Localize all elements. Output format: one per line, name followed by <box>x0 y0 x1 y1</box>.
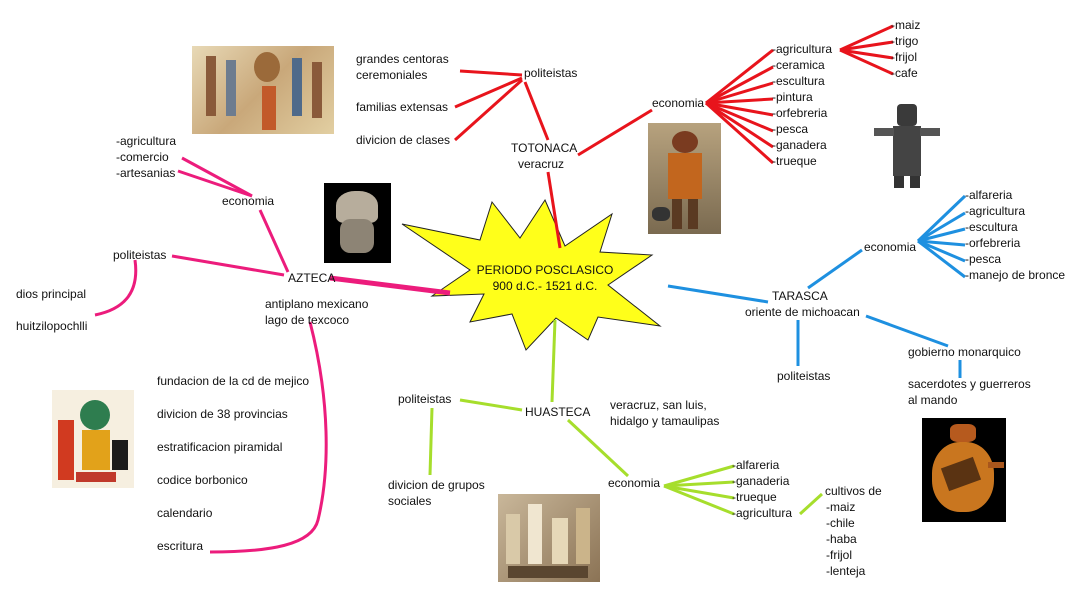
list-item: -agricultura <box>965 204 1026 218</box>
list-item: antiplano mexicano <box>265 297 369 311</box>
tarasca-figurine-image <box>872 100 942 190</box>
list-item: -comercio <box>116 150 169 164</box>
azteca-economy-list: -agricultura -comercio -artesanias <box>116 133 176 181</box>
list-item: divicion de grupos <box>388 478 485 492</box>
tarasca-vessel-image <box>922 418 1006 522</box>
totonaca-economia: economia <box>652 96 705 110</box>
central-star <box>401 198 662 351</box>
list-item: -maiz <box>826 500 856 514</box>
list-item: -ganaderia <box>732 474 790 488</box>
totonaca-name: TOTONACA <box>511 141 578 155</box>
tarasca-politeistas: politeistas <box>777 369 831 383</box>
azteca-place: antiplano mexicano lago de texcoco <box>265 296 368 328</box>
list-item: -haba <box>826 532 857 546</box>
tarasca-name: TARASCA <box>772 289 828 303</box>
list-item: -cafe <box>891 66 918 80</box>
huasteca-politeistas: politeistas <box>398 392 452 406</box>
list-item: -orfebreria <box>965 236 1021 250</box>
huasteca-economia: economia <box>608 476 661 490</box>
huasteca-economy-list: -alfareria -ganaderia -trueque -agricultura <box>732 457 792 521</box>
list-item: -agricultura <box>772 42 833 56</box>
totonaca-politeistas: politeistas <box>524 66 578 80</box>
list-item: -pesca <box>965 252 1002 266</box>
list-item: -maiz <box>891 18 921 32</box>
totonaca-warrior-image <box>648 123 721 234</box>
huasteca-crops-list: -maiz -chile -haba -frijol -lenteja <box>826 499 865 579</box>
list-item: -frijol <box>891 50 917 64</box>
list-item: -ceramica <box>772 58 825 72</box>
totonaca-crops-list: -maiz -trigo -frijol -cafe <box>891 17 920 81</box>
list-item: -trigo <box>891 34 919 48</box>
list-item: -artesanias <box>116 166 176 180</box>
tarasca-government: gobierno monarquico <box>908 345 1021 359</box>
tarasca-place: oriente de michoacan <box>745 305 860 319</box>
list-item: sacerdotes y guerreros <box>908 377 1031 391</box>
azteca-connectors <box>94 156 451 554</box>
azteca-economia: economia <box>222 194 275 208</box>
list-item: -alfareria <box>732 458 780 472</box>
totonaca-social-2: familias extensas <box>356 100 449 114</box>
azteca-god-name: huitzilopochlli <box>16 319 88 333</box>
huasteca-place: veracruz, san luis, hidalgo y tamaulipas <box>610 397 719 429</box>
codex-scene-image <box>192 46 334 134</box>
achievement-item: divicion de 38 provincias <box>157 407 288 421</box>
achievement-item: codice borbonico <box>157 473 248 487</box>
tarasca-rulers: sacerdotes y guerreros al mando <box>908 376 1031 408</box>
huasteca-connectors <box>428 319 824 516</box>
list-item: -agricultura <box>116 134 177 148</box>
list-item: -alfareria <box>965 188 1013 202</box>
list-item: -trueque <box>772 154 817 168</box>
huasteca-social: divicion de grupos sociales <box>388 477 485 509</box>
achievement-item: calendario <box>157 506 213 520</box>
totonaca-connectors <box>453 24 894 249</box>
list-item: -lenteja <box>826 564 866 578</box>
list-item: veracruz, san luis, <box>610 398 707 412</box>
achievement-item: fundacion de la cd de mejico <box>157 374 310 388</box>
list-item: sociales <box>388 494 432 508</box>
huasteca-crops-title: cultivos de <box>825 484 882 498</box>
list-item: ceremoniales <box>356 68 428 82</box>
list-item: -escultura <box>772 74 825 88</box>
list-item: hidalgo y tamaulipas <box>610 414 720 428</box>
totonaca-social-1: grandes centoras ceremoniales <box>356 51 449 83</box>
tarasca-economy-list: -alfareria -agricultura -escultura -orfebre… <box>965 187 1065 283</box>
azteca-god-label: dios principal <box>16 287 87 301</box>
list-item: -trueque <box>732 490 777 504</box>
totonaca-social-3: divicion de clases <box>356 133 451 147</box>
azteca-codex-figure-image <box>52 390 134 488</box>
list-item: grandes centoras <box>356 52 449 66</box>
list-item: -frijol <box>826 548 852 562</box>
list-item: -pintura <box>772 90 813 104</box>
tarasca-connectors <box>667 194 967 378</box>
achievement-item: escritura <box>157 539 204 553</box>
list-item: -agricultura <box>732 506 793 520</box>
list-item: -ganadera <box>772 138 827 152</box>
huasteca-market-image <box>498 494 600 582</box>
tarasca-economia: economia <box>864 240 917 254</box>
center-node: PERIODO POSCLASICO 900 d.C.- 1521 d.C. <box>470 262 620 294</box>
list-item: -manejo de bronce <box>965 268 1066 282</box>
list-item: lago de texcoco <box>265 313 350 327</box>
azteca-name: AZTECA <box>288 271 336 285</box>
list-item: -chile <box>826 516 855 530</box>
center-title: PERIODO POSCLASICO <box>476 263 614 277</box>
list-item: -pesca <box>772 122 809 136</box>
azteca-politeistas: politeistas <box>113 248 167 262</box>
azteca-head-image <box>324 183 391 263</box>
list-item: -escultura <box>965 220 1018 234</box>
list-item: -orfebreria <box>772 106 828 120</box>
center-dates: 900 d.C.- 1521 d.C. <box>492 279 598 293</box>
list-item: al mando <box>908 393 958 407</box>
totonaca-economy-list: -agricultura -ceramica -escultura -pintura -… <box>772 41 832 169</box>
achievement-item: estratificacion piramidal <box>157 440 283 454</box>
totonaca-place: veracruz <box>518 157 565 171</box>
huasteca-name: HUASTECA <box>525 405 591 419</box>
